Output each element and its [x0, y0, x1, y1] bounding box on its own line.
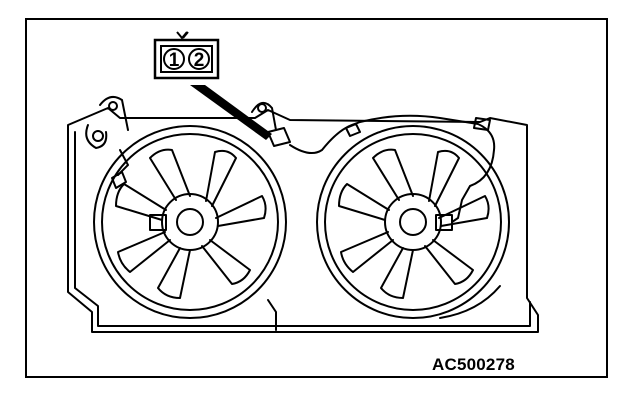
fan-left-hub: [161, 193, 219, 251]
connector-pinout: 1 2: [153, 31, 220, 80]
connector-latch-mark: [176, 31, 189, 40]
figure-code: AC500278: [432, 355, 515, 374]
fan-right-motor-bracket: [435, 214, 453, 231]
fan-left-ring-inner: [101, 133, 279, 311]
mounting-hole-side: [92, 130, 104, 142]
fan-right: [316, 125, 510, 319]
pin-1-circle: [163, 48, 185, 70]
fan-right-hub: [384, 193, 442, 251]
fan-right-motor: [399, 208, 427, 236]
fan-shroud: [67, 107, 539, 333]
diagram-frame: [25, 18, 608, 378]
fan-left-clip: [111, 171, 127, 189]
pin-1-label: 1: [169, 50, 180, 71]
fan-right-ring-inner: [324, 133, 502, 311]
pin-2-circle: [188, 48, 210, 70]
fan-left-motor: [176, 208, 204, 236]
shroud-divider: [267, 299, 277, 331]
harness-clip-mid: [345, 123, 361, 137]
wire-harness: [289, 114, 496, 223]
harness-clip-right: [473, 117, 491, 131]
mounting-tab-side: [85, 124, 108, 149]
fan-right-ring: [316, 125, 510, 319]
fan-left-strut: [117, 149, 129, 176]
fan-left: [93, 125, 287, 319]
shroud-inner-edge: [74, 131, 531, 327]
fan-right-guard: [439, 285, 501, 319]
mounting-hole-left: [108, 101, 118, 111]
mounting-hole-center: [257, 103, 267, 113]
mounting-tab-left: [99, 95, 129, 131]
fan-left-ring: [93, 125, 287, 319]
mounting-tab-center: [251, 101, 277, 131]
pin-2-label: 2: [194, 50, 205, 71]
fan-left-blades: [115, 148, 267, 299]
fan-connector-body: [267, 127, 291, 147]
leader-arrow: [190, 85, 272, 140]
fan-right-blades: [338, 148, 490, 299]
fan-left-motor-bracket: [149, 214, 167, 231]
